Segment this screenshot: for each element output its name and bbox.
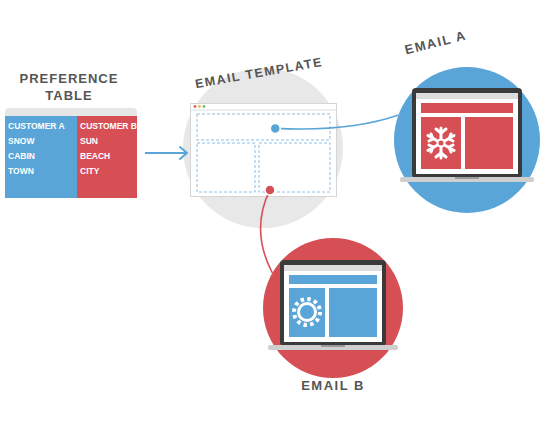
table-cell: BEACH xyxy=(77,149,137,164)
arrow-head xyxy=(180,147,187,159)
email-circle: EMAIL A xyxy=(394,67,540,213)
table-cell: SNOW xyxy=(5,134,77,149)
connector-line xyxy=(261,190,273,273)
node-heading: EMAIL A xyxy=(403,28,468,58)
connector xyxy=(261,185,275,273)
table-cell: CUSTOMER B xyxy=(77,119,137,134)
node-heading: PREFERENCE TABLE xyxy=(0,70,138,104)
table-cell: CUSTOMER A xyxy=(5,119,77,134)
node-heading: EMAIL B xyxy=(263,378,403,393)
node-heading: EMAIL TEMPLATE xyxy=(179,52,339,94)
email-circle: EMAIL B xyxy=(263,238,403,378)
email-template: EMAIL TEMPLATE xyxy=(190,103,337,197)
table-cell: TOWN xyxy=(5,164,77,179)
connector-line xyxy=(145,152,187,154)
table-cell: SUN xyxy=(77,134,137,149)
connector xyxy=(145,147,187,159)
table-cell: CITY xyxy=(77,164,137,179)
table-cell: CABIN xyxy=(5,149,77,164)
template-backdrop xyxy=(183,68,343,228)
customer-column: CUSTOMER ASNOWCABINTOWN xyxy=(5,116,77,198)
customer-column: CUSTOMER BSUNBEACHCITY xyxy=(77,116,137,198)
preference-table: PREFERENCE TABLECUSTOMER ASNOWCABINTOWNC… xyxy=(5,108,137,198)
